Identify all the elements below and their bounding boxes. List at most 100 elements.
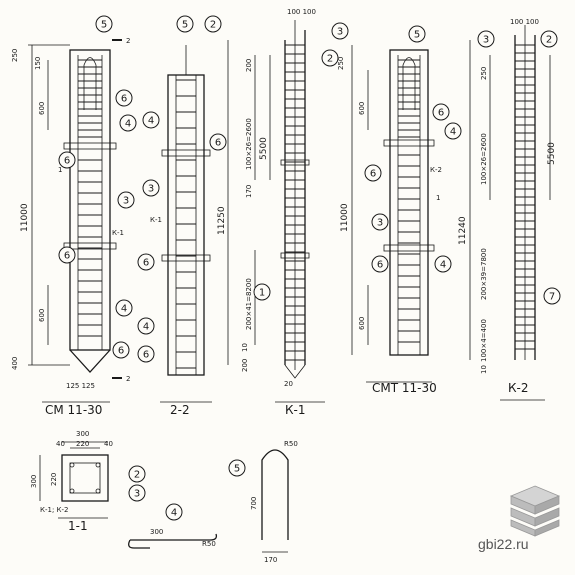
position-marker-label: 7 xyxy=(549,292,555,303)
position-marker-label: 1 xyxy=(259,288,265,299)
position-marker: 4 xyxy=(165,503,183,521)
position-marker: 6 xyxy=(432,103,450,121)
dim-r50-bar4: R50 xyxy=(202,540,216,548)
title-1-1: 1-1 xyxy=(68,519,88,533)
position-marker: 4 xyxy=(142,111,160,129)
dim-200x41: 200×41=8200 xyxy=(245,278,253,330)
position-marker-label: 3 xyxy=(123,196,129,207)
position-marker: 6 xyxy=(58,151,76,169)
cut-mark-2-top: 2 xyxy=(126,37,130,45)
position-marker-label: 6 xyxy=(121,94,127,105)
position-marker-label: 3 xyxy=(337,27,343,38)
position-marker-label: 2 xyxy=(327,54,333,65)
cut-label-k2: К-2 xyxy=(430,166,442,174)
position-marker-label: 2 xyxy=(210,20,216,31)
position-marker-label: 5 xyxy=(182,20,188,31)
position-marker-label: 2 xyxy=(546,35,552,46)
position-marker-label: 4 xyxy=(143,322,149,333)
position-marker-label: 3 xyxy=(148,184,154,195)
position-marker-label: 3 xyxy=(134,489,140,500)
position-marker-label: 3 xyxy=(377,218,383,229)
position-marker-label: 2 xyxy=(134,470,140,481)
section-2-2 xyxy=(161,45,211,376)
dim-11000: 11000 xyxy=(20,203,30,232)
position-marker: 6 xyxy=(137,253,155,271)
position-marker-label: 5 xyxy=(101,20,107,31)
dim-100x26-k2: 100×26=2600 xyxy=(480,133,488,185)
position-marker-label: 4 xyxy=(121,304,127,315)
dim-11240: 11240 xyxy=(458,216,468,245)
position-marker: 2 xyxy=(204,15,222,33)
dim-250-smt: 250 xyxy=(337,57,345,70)
watermark-text: gbi22.ru xyxy=(478,536,529,552)
dim-10-k2: 10 xyxy=(480,365,488,374)
position-marker-label: 6 xyxy=(143,258,149,269)
title-sm-11-30: СМ 11-30 xyxy=(45,403,102,417)
dim-5500-k1: 5500 xyxy=(259,137,269,160)
title-2-2: 2-2 xyxy=(170,403,190,417)
position-marker-label: 4 xyxy=(148,116,154,127)
dim-40-left: 40 xyxy=(56,440,65,448)
title-smt-11-30: СМТ 11-30 xyxy=(372,381,437,395)
position-marker: 4 xyxy=(434,255,452,273)
section-sm-11-30 xyxy=(28,39,122,379)
dim-600-top: 600 xyxy=(38,102,46,115)
cut-mark-1-upper: 1 xyxy=(58,166,62,174)
position-marker: 7 xyxy=(543,287,561,305)
position-marker-label: 6 xyxy=(438,108,444,119)
position-marker: 3 xyxy=(331,22,349,40)
cut-label-k1-left: К-1 xyxy=(112,229,124,237)
position-marker-label: 4 xyxy=(440,260,446,271)
position-marker: 3 xyxy=(128,484,146,502)
dim-100-100-k2: 100 100 xyxy=(510,18,539,26)
position-marker: 2 xyxy=(321,49,339,67)
dim-300-top: 300 xyxy=(76,430,89,438)
position-marker: 6 xyxy=(58,246,76,264)
cut-mark-1-smt: 1 xyxy=(436,194,440,202)
position-marker-label: 6 xyxy=(370,169,376,180)
dim-600-smt-top: 600 xyxy=(358,102,366,115)
position-marker: 6 xyxy=(137,345,155,363)
position-marker-label: 6 xyxy=(215,138,221,149)
dim-11000-smt: 11000 xyxy=(340,203,350,232)
position-marker: 6 xyxy=(112,341,130,359)
dim-10-k1: 10 xyxy=(241,343,249,352)
detail-bar-4 xyxy=(128,533,218,549)
position-marker: 2 xyxy=(540,30,558,48)
dim-40-right: 40 xyxy=(104,440,113,448)
dim-170-k1: 170 xyxy=(245,185,253,198)
dim-600-smt-bottom: 600 xyxy=(358,317,366,330)
position-marker: 6 xyxy=(115,89,133,107)
dim-100-100-k1: 100 100 xyxy=(287,8,316,16)
position-marker: 6 xyxy=(364,164,382,182)
dim-300-side: 300 xyxy=(30,475,38,488)
position-marker: 4 xyxy=(115,299,133,317)
position-marker: 5 xyxy=(408,25,426,43)
dim-100x4: 100×4=400 xyxy=(480,319,488,362)
position-marker-label: 4 xyxy=(450,127,456,138)
position-marker-label: 6 xyxy=(64,156,70,167)
position-marker: 4 xyxy=(444,122,462,140)
cut-label-k1-mid: К-1 xyxy=(150,216,162,224)
title-k-1: К-1 xyxy=(285,403,305,417)
position-marker: 5 xyxy=(95,15,113,33)
position-marker-label: 6 xyxy=(377,260,383,271)
position-marker: 5 xyxy=(228,459,246,477)
dim-5500-k2: 5500 xyxy=(547,142,557,165)
position-marker-label: 6 xyxy=(64,251,70,262)
position-marker-label: 5 xyxy=(234,464,240,475)
position-marker-label: 3 xyxy=(483,35,489,46)
position-marker-label: 4 xyxy=(125,119,131,130)
position-marker-label: 5 xyxy=(414,30,420,41)
position-marker: 3 xyxy=(142,179,160,197)
position-marker: 1 xyxy=(253,283,271,301)
position-marker-label: 4 xyxy=(171,508,177,519)
dim-125-125: 125 125 xyxy=(66,382,95,390)
section-k-2 xyxy=(469,25,551,360)
detail-bar-5 xyxy=(261,449,289,553)
dim-300-bar4: 300 xyxy=(150,528,163,536)
dim-250: 250 xyxy=(11,49,19,62)
cut-label-k1k2: К-1; К-2 xyxy=(40,506,68,514)
